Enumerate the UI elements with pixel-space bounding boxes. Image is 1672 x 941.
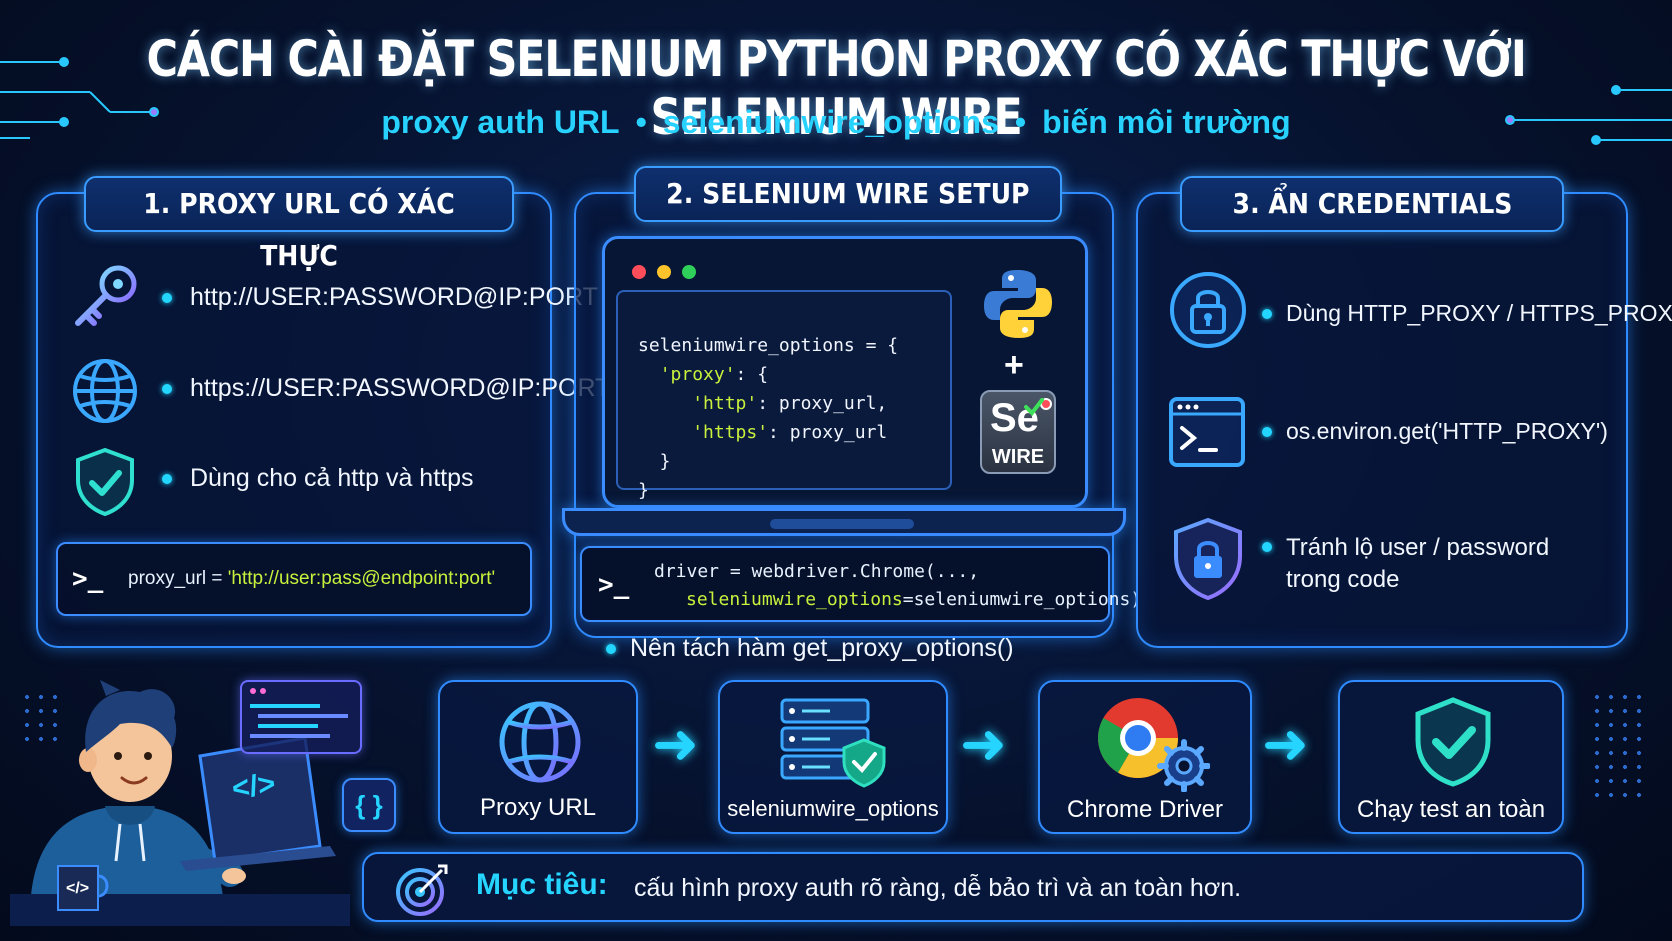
globe-icon bbox=[73, 359, 137, 423]
plus-sign: + bbox=[1004, 346, 1024, 384]
circuit-decoration-left bbox=[0, 57, 159, 139]
code-line: seleniumwire_options = { bbox=[638, 335, 899, 356]
panel1-bullet-both: Dùng cho cả http và https bbox=[162, 464, 474, 493]
panel1-terminal: >_ proxy_url = 'http://user:pass@endpoin… bbox=[56, 542, 532, 616]
bullet-dot bbox=[162, 473, 172, 484]
subtitle-separator: • bbox=[1014, 104, 1027, 140]
shield-lock-icon bbox=[1174, 517, 1242, 601]
terminal-prompt-icon: >_ bbox=[598, 570, 630, 600]
subtitle-item-proxy-auth: proxy auth URL bbox=[381, 104, 620, 140]
target-icon bbox=[396, 864, 448, 916]
developer-illustration bbox=[10, 680, 350, 926]
dots-decoration-right bbox=[1590, 690, 1650, 800]
mug-code-symbol: </> bbox=[66, 880, 90, 897]
panel2-heading: 2. SELENIUM WIRE SETUP bbox=[634, 166, 1062, 222]
lock-icon bbox=[1170, 272, 1246, 348]
panel-hide-credentials bbox=[1136, 192, 1628, 648]
bullet-dot bbox=[162, 383, 172, 394]
code-line: 'http': proxy_url, bbox=[692, 393, 888, 414]
code-line: 'proxy': { bbox=[659, 364, 769, 385]
page-subtitle: proxy auth URL • seleniumwire_options • biến… bbox=[0, 104, 1672, 141]
flow-step-chrome-driver: Chrome Driver bbox=[1038, 680, 1252, 834]
window-dot-yellow bbox=[657, 265, 671, 279]
goal-text: cấu hình proxy auth rõ ràng, dễ bảo trì … bbox=[634, 874, 1242, 902]
shield-check-icon bbox=[76, 447, 134, 517]
bullet-dot bbox=[162, 292, 172, 303]
shield-check-icon bbox=[1415, 697, 1491, 787]
panel1-heading: 1. PROXY URL CÓ XÁC THỰC bbox=[84, 176, 514, 272]
flow-arrow-2: ➜ bbox=[960, 712, 1007, 775]
panel2-terminal: >_ driver = webdriver.Chrome(..., seleni… bbox=[580, 546, 1141, 622]
goal-bar: Mục tiêu: cấu hình proxy auth rõ ràng, d… bbox=[362, 852, 1584, 922]
panel3-heading: 3. ẨN CREDENTIALS bbox=[1180, 176, 1564, 232]
code-line: } bbox=[638, 451, 671, 472]
flow-step-options: seleniumwire_options bbox=[718, 680, 948, 834]
server-shield-icon bbox=[780, 698, 886, 788]
code-line: 'https': proxy_url bbox=[692, 422, 888, 443]
braces-badge: { } bbox=[342, 778, 396, 832]
bullet-text: Dùng cho cả http và https bbox=[190, 464, 474, 492]
seleniumwire-options-code: seleniumwire_options = { 'proxy': { 'htt… bbox=[638, 302, 898, 534]
python-logo-icon bbox=[984, 270, 1052, 338]
code-line: } bbox=[638, 480, 649, 501]
badge-check-icon bbox=[1024, 398, 1044, 416]
bullet-dot bbox=[606, 643, 616, 654]
laptop-code-symbol: </> bbox=[229, 767, 278, 806]
terminal-icon bbox=[1169, 397, 1245, 467]
flow-step-proxy-url: Proxy URL bbox=[438, 680, 638, 834]
flow-step-label: Proxy URL bbox=[479, 794, 597, 821]
flow-step-label: Chrome Driver bbox=[1066, 796, 1224, 823]
bullet-dot bbox=[1262, 426, 1272, 437]
panel2-note: Nên tách hàm get_proxy_options() bbox=[606, 634, 1014, 663]
bullet-text: Tránh lộ user / password trong code bbox=[1286, 534, 1550, 593]
window-dot-green bbox=[682, 265, 696, 279]
floating-code-window bbox=[240, 680, 362, 754]
key-icon bbox=[75, 265, 137, 326]
subtitle-item-options: seleniumwire_options bbox=[662, 104, 999, 140]
chrome-gear-icon bbox=[1098, 698, 1210, 792]
flow-step-safe-test: Chạy test an toàn bbox=[1338, 680, 1564, 834]
terminal-prompt-icon: >_ bbox=[72, 564, 104, 594]
note-text: Nên tách hàm get_proxy_options() bbox=[630, 634, 1014, 662]
panel3-bullet-os-environ: os.environ.get('HTTP_PROXY') bbox=[1262, 418, 1608, 445]
flow-step-label: seleniumwire_options bbox=[727, 796, 939, 821]
badge-wire-text: WIRE bbox=[991, 446, 1045, 468]
bullet-text: http://USER:PASSWORD@IP:PORT bbox=[190, 283, 598, 311]
globe-icon bbox=[499, 701, 581, 783]
badge-se-text: Se bbox=[990, 396, 1039, 440]
panel1-bullet-http: http://USER:PASSWORD@IP:PORT bbox=[162, 283, 598, 312]
bullet-text: os.environ.get('HTTP_PROXY') bbox=[1286, 418, 1608, 444]
circuit-decoration-right bbox=[1505, 85, 1672, 145]
selenium-wire-badge: Se WIRE bbox=[980, 390, 1056, 474]
laptop-touchpad bbox=[770, 519, 914, 529]
bullet-dot bbox=[1262, 308, 1272, 319]
code-window bbox=[616, 290, 952, 490]
window-dot-red bbox=[632, 265, 646, 279]
panel3-bullet-avoid-leak: Tránh lộ user / password trong code bbox=[1262, 532, 1549, 596]
proxy-url-code: proxy_url = 'http://user:pass@endpoint:p… bbox=[128, 568, 496, 589]
panel3-bullet-env-vars: Dùng HTTP_PROXY / HTTPS_PROXY bbox=[1262, 300, 1672, 327]
bullet-dot bbox=[1262, 542, 1272, 552]
bullet-text: https://USER:PASSWORD@IP:PORT bbox=[190, 374, 611, 402]
panel1-bullet-https: https://USER:PASSWORD@IP:PORT bbox=[162, 374, 610, 403]
subtitle-item-env: biến môi trường bbox=[1042, 104, 1291, 140]
flow-arrow-3: ➜ bbox=[1262, 712, 1309, 775]
subtitle-separator: • bbox=[635, 104, 647, 140]
driver-init-code: driver = webdriver.Chrome(..., seleniumw… bbox=[654, 561, 1142, 610]
dots-decoration-left bbox=[20, 690, 60, 750]
bullet-text: Dùng HTTP_PROXY / HTTPS_PROXY bbox=[1286, 300, 1672, 326]
page-title: CÁCH CÀI ĐẶT SELENIUM PYTHON PROXY CÓ XÁ… bbox=[146, 30, 1526, 146]
flow-arrow-1: ➜ bbox=[652, 712, 699, 775]
goal-label: Mục tiêu: bbox=[476, 868, 608, 901]
flow-step-label: Chạy test an toàn bbox=[1356, 796, 1546, 823]
